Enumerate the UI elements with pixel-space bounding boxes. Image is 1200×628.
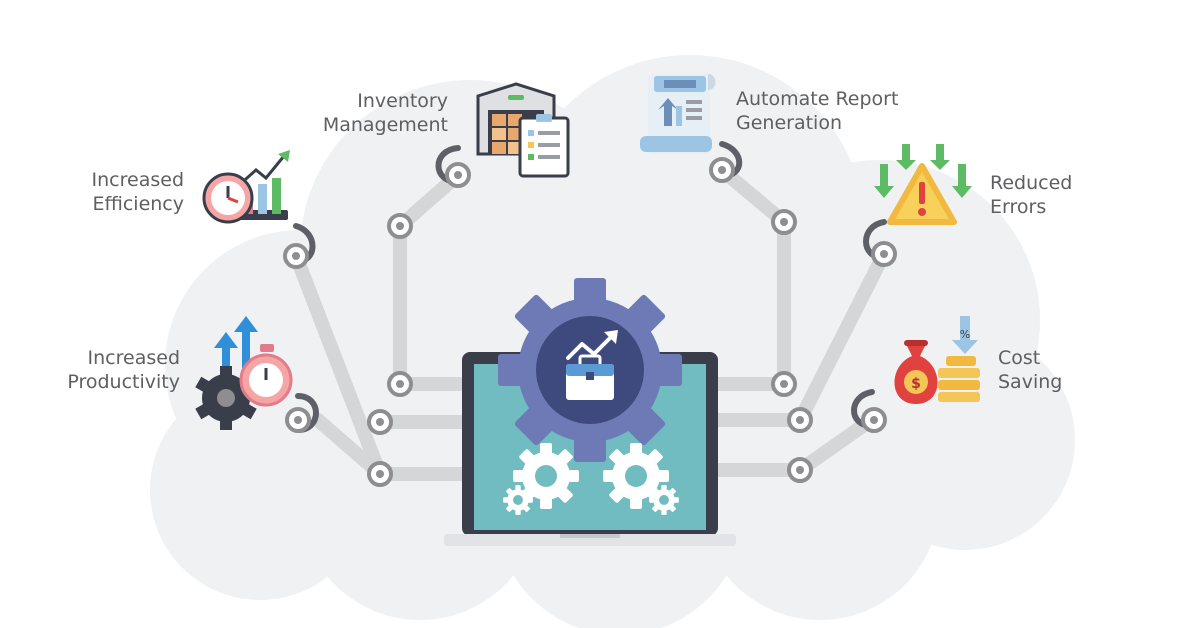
svg-text:$: $ xyxy=(911,376,921,392)
label-inventory-management: Inventory Management xyxy=(322,90,448,136)
arm-productivity xyxy=(311,413,387,481)
arm-inventory xyxy=(393,168,472,391)
arm-report xyxy=(711,163,791,391)
warning-icon xyxy=(874,144,972,225)
label-increased-productivity: Increased Productivity xyxy=(67,347,180,393)
gear-stopwatch-icon xyxy=(195,316,293,430)
clock-chart-icon xyxy=(202,150,290,224)
money-bag-icon: % $ xyxy=(894,316,980,404)
svg-text:%: % xyxy=(960,328,970,341)
briefcase-icon xyxy=(566,354,614,400)
label-increased-efficiency: Increased Efficiency xyxy=(91,169,184,215)
label-automate-report: Automate Report Generation xyxy=(736,88,899,134)
warehouse-icon xyxy=(476,82,570,178)
label-cost-saving: Cost Saving xyxy=(998,347,1063,393)
report-scroll-icon xyxy=(640,74,716,154)
label-reduced-errors: Reduced Errors xyxy=(990,172,1073,218)
